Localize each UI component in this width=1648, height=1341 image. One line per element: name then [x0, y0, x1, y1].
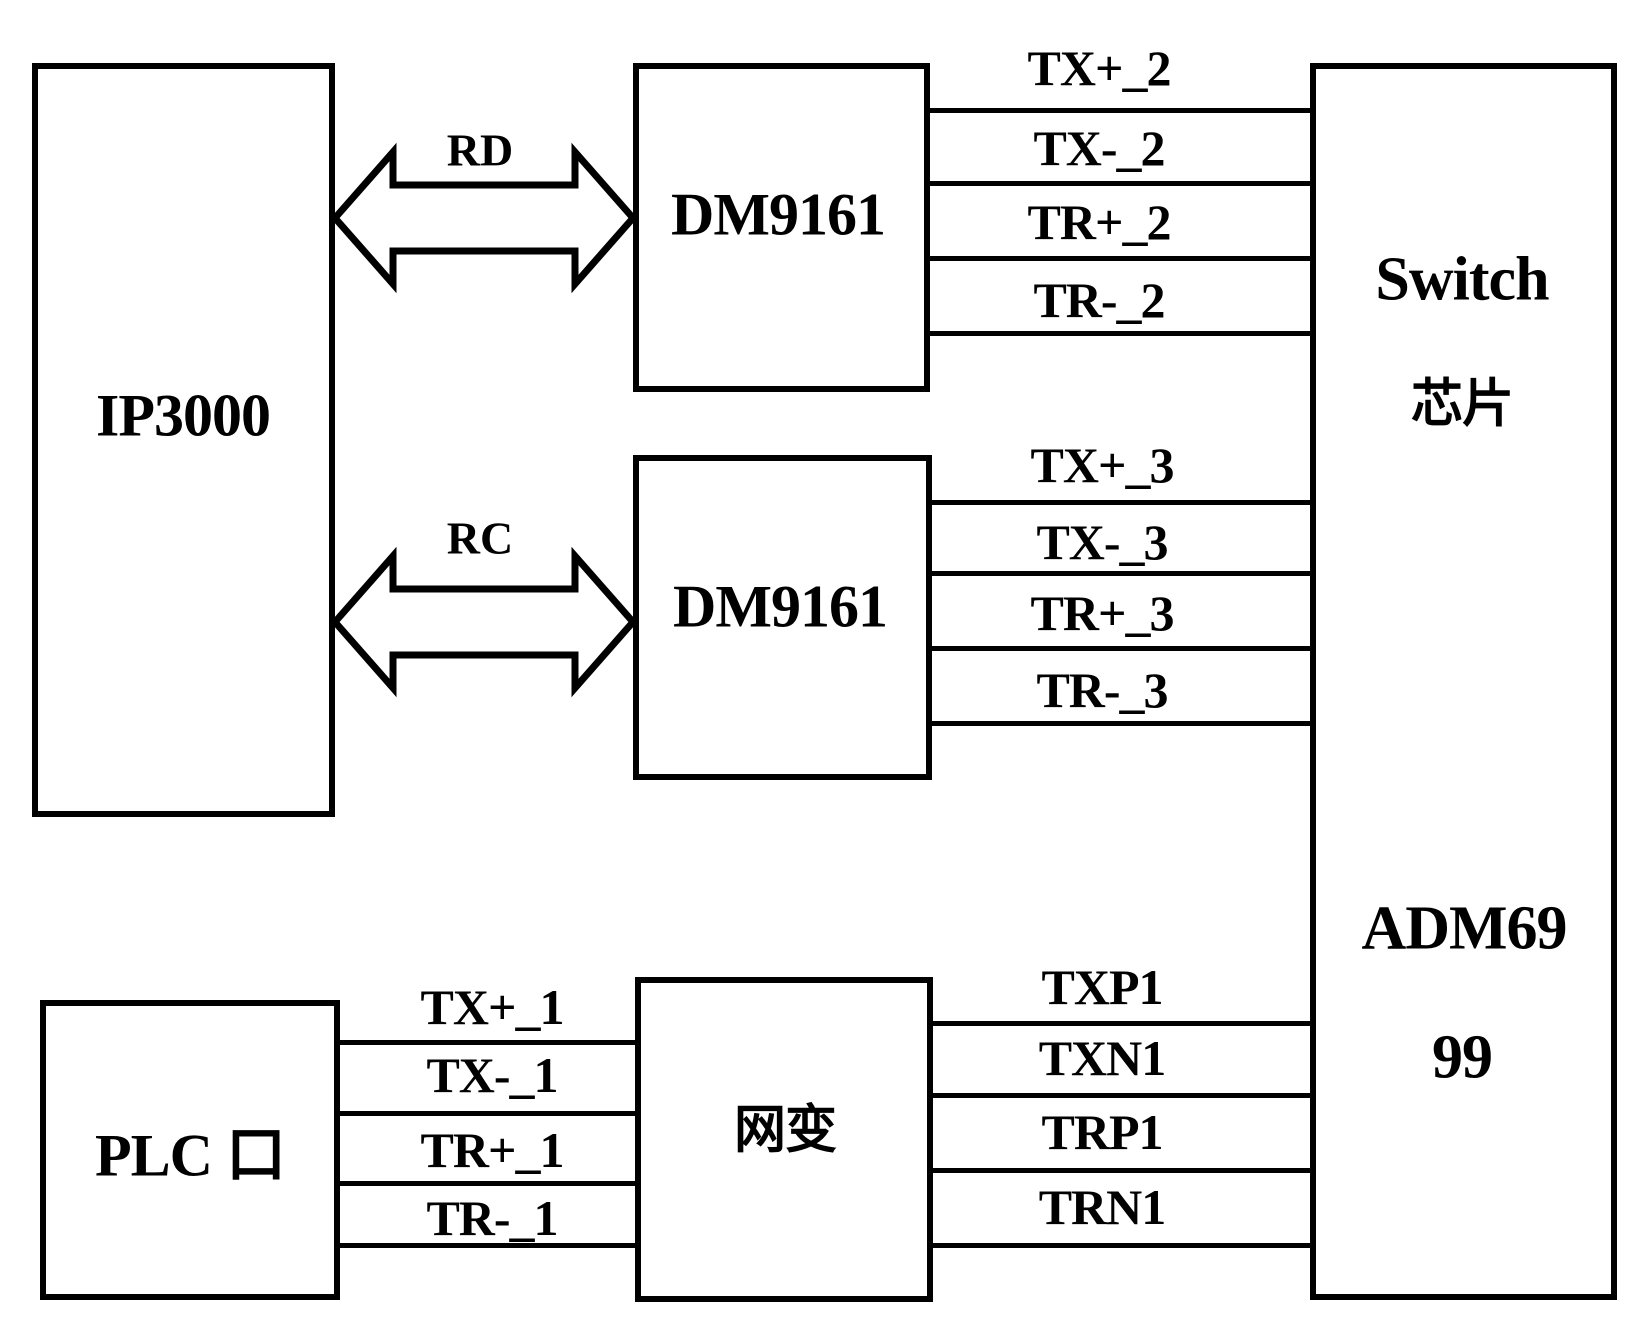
dm9161-top-box: DM9161	[633, 63, 930, 392]
wire-tx-plus-1	[338, 1040, 635, 1045]
signal-label-tr-plus-3: TR+_3	[1030, 585, 1175, 641]
switch-label-cn: 芯片	[1410, 376, 1514, 434]
wire-tr-minus-3	[932, 721, 1310, 726]
wire-tx-minus-3	[932, 571, 1310, 576]
wire-tr-plus-2	[930, 256, 1310, 261]
signal-label-tr-plus-1: TR+_1	[420, 1122, 565, 1178]
wire-txp1	[933, 1021, 1310, 1026]
wire-tr-minus-2	[930, 331, 1310, 336]
transformer-label: 网变	[733, 1102, 837, 1160]
signal-label-tr-minus-3: TR-_3	[1036, 662, 1168, 718]
signal-label-trp1: TRP1	[1041, 1104, 1164, 1160]
signal-label-txn1: TXN1	[1038, 1030, 1167, 1086]
signal-label-tx-plus-3: TX+_3	[1030, 437, 1175, 493]
dm9161-top-label: DM9161	[671, 181, 886, 248]
switch-chip-line1: ADM69	[1361, 894, 1567, 963]
signal-label-tx-plus-2: TX+_2	[1027, 40, 1172, 96]
signal-label-tx-plus-1: TX+_1	[420, 979, 565, 1035]
switch-box: Switch 芯片 ADM69 99	[1310, 63, 1617, 1300]
signal-label-tr-minus-2: TR-_2	[1033, 272, 1165, 328]
wire-tx-plus-2	[930, 108, 1310, 113]
wire-txn1	[933, 1093, 1310, 1098]
rd-arrow-label: RD	[446, 124, 514, 176]
switch-chip-line2: 99	[1432, 1023, 1493, 1092]
wire-trp1	[933, 1168, 1310, 1173]
switch-label-en: Switch	[1375, 245, 1549, 314]
wire-tr-plus-3	[932, 646, 1310, 651]
signal-label-tx-minus-2: TX-_2	[1033, 120, 1165, 176]
wire-trn1	[933, 1243, 1310, 1248]
signal-label-tr-minus-1: TR-_1	[426, 1190, 558, 1246]
wire-tx-plus-3	[932, 500, 1310, 505]
dm9161-bottom-label: DM9161	[673, 573, 888, 640]
signal-label-tx-minus-1: TX-_1	[426, 1047, 558, 1103]
plc-label: PLC 口	[95, 1122, 286, 1189]
signal-label-trn1: TRN1	[1038, 1179, 1167, 1235]
plc-box: PLC 口	[40, 1000, 340, 1300]
wire-tr-minus-1	[338, 1243, 635, 1248]
rc-arrow-label: RC	[446, 512, 514, 564]
rc-arrow-icon	[330, 546, 638, 698]
transformer-box: 网变	[635, 977, 933, 1302]
wire-tr-plus-1	[338, 1181, 635, 1186]
dm9161-bottom-box: DM9161	[633, 455, 932, 780]
wire-tx-minus-1	[338, 1111, 635, 1116]
signal-label-tr-plus-2: TR+_2	[1027, 194, 1172, 250]
ip3000-box: IP3000	[32, 63, 335, 817]
signal-label-tx-minus-3: TX-_3	[1036, 514, 1168, 570]
wire-tx-minus-2	[930, 181, 1310, 186]
ip3000-label: IP3000	[96, 382, 271, 449]
signal-label-txp1: TXP1	[1041, 959, 1164, 1015]
